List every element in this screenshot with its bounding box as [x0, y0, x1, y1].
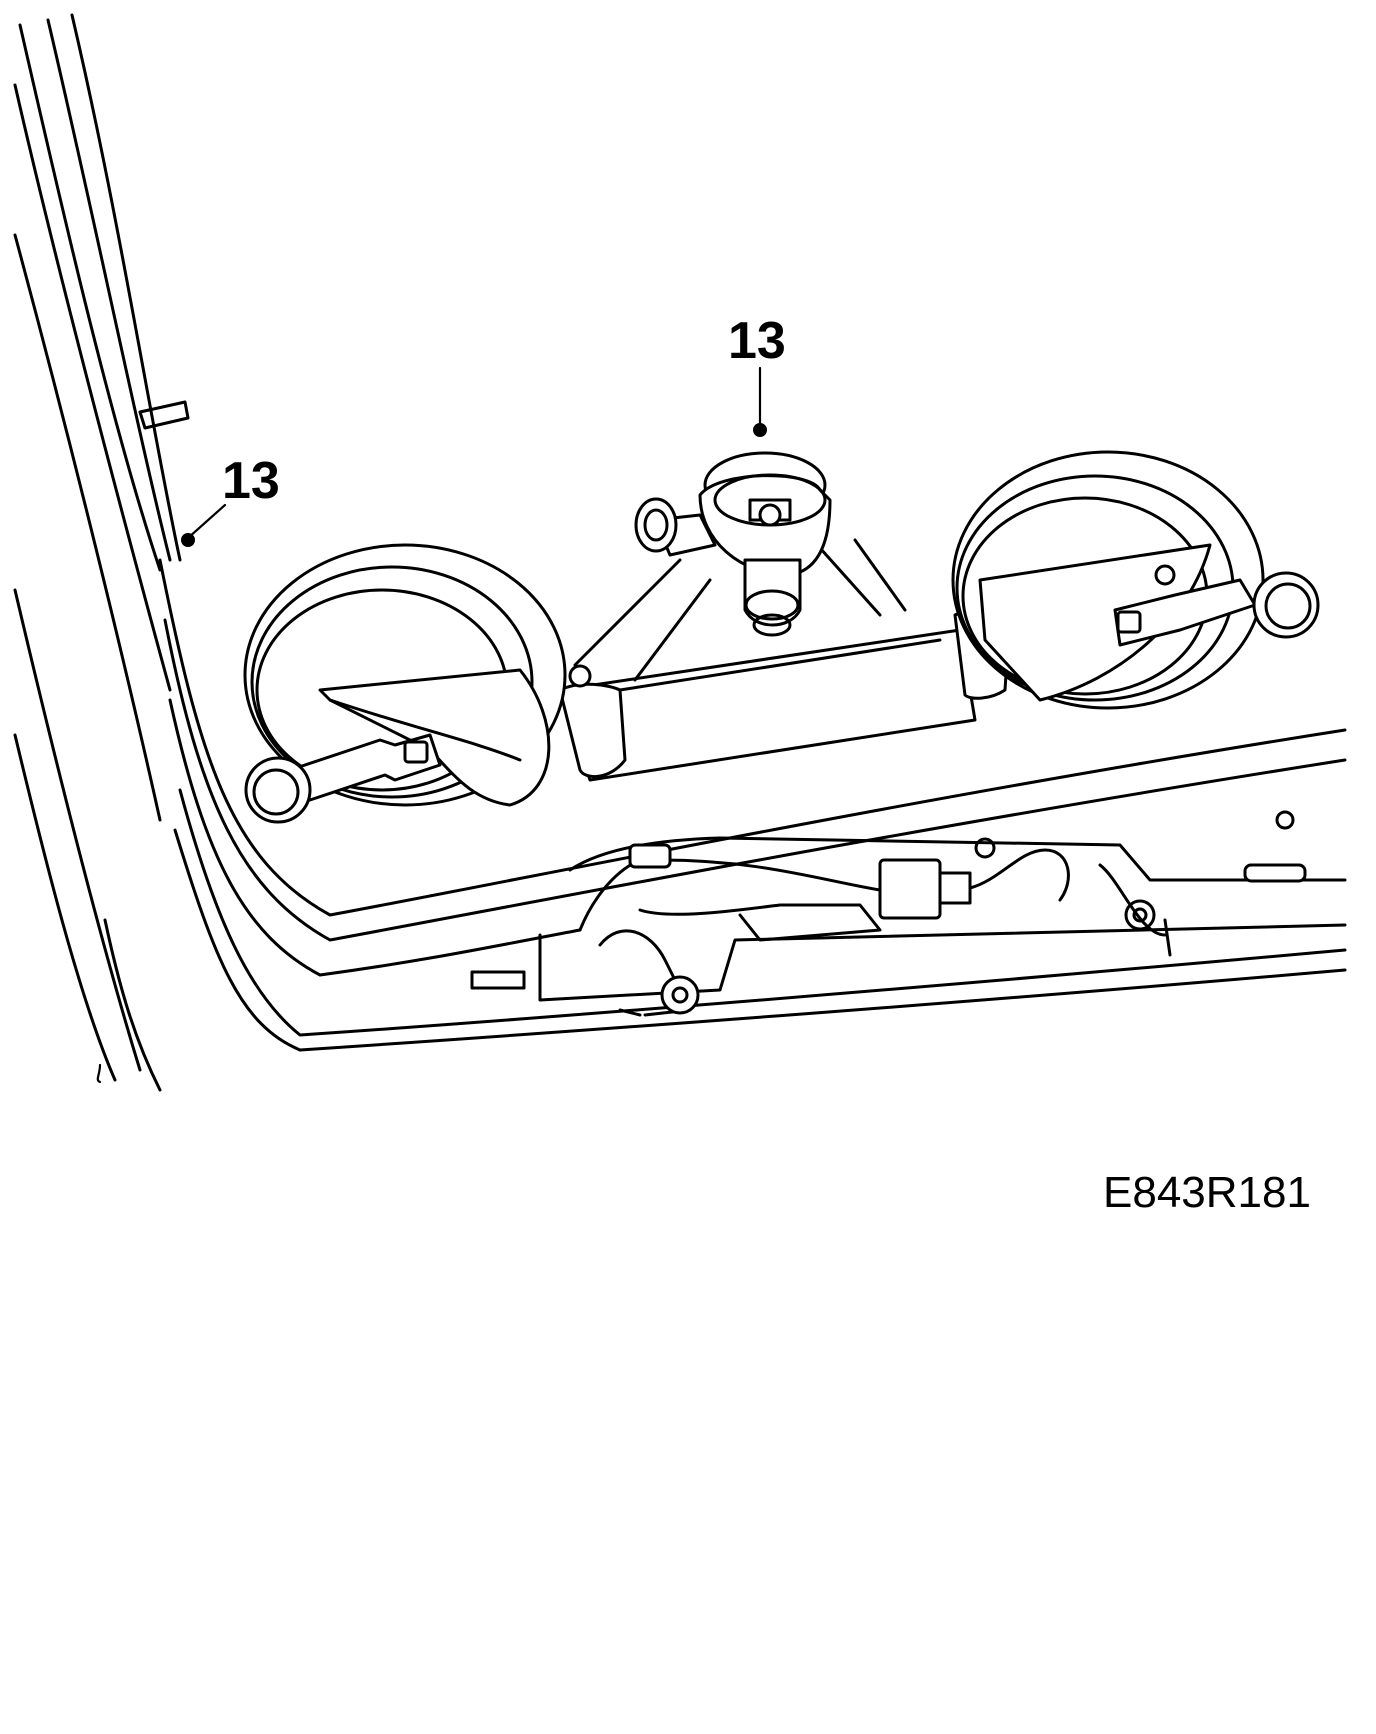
callout-label-center-pump: 13: [728, 312, 786, 370]
right-horn: [951, 450, 1320, 710]
callout-label-left-horn: 13: [222, 452, 280, 510]
body-pillar: [13, 13, 190, 1092]
lower-panel: [158, 558, 1347, 1052]
leader-center: [753, 366, 767, 437]
slot-right: [1243, 863, 1307, 883]
slot-left: [470, 970, 526, 990]
mounting-beam: [558, 538, 1012, 782]
figure-reference-code: E843R181: [1103, 1168, 1311, 1217]
left-horn: [243, 543, 567, 824]
center-pump: [634, 451, 832, 637]
leader-left: [181, 503, 227, 547]
